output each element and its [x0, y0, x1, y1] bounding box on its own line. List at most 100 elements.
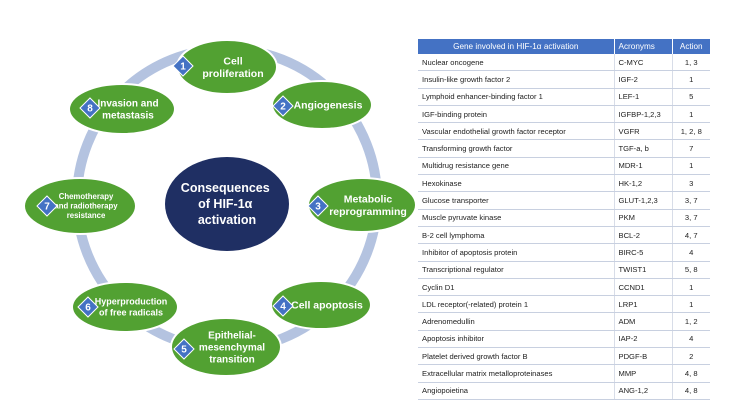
action-cell: 1, 3: [671, 54, 710, 72]
node-ellipse: [71, 281, 179, 333]
gene-name-cell: Extracellular matrix metalloproteinases: [418, 364, 614, 383]
node-ellipse: [68, 83, 176, 135]
number-badge: [79, 97, 101, 119]
node-label-line: Epithelial-: [208, 330, 256, 341]
node-ellipse: [270, 280, 372, 330]
node-label: Cell apoptosis: [291, 300, 363, 312]
node-label: Invasion and metastasis: [97, 98, 158, 121]
header-action: Action: [672, 39, 710, 54]
center-label-line: of HIF-1α: [198, 197, 253, 211]
center-label-line: activation: [198, 213, 256, 227]
number-badge: [172, 55, 194, 77]
node-label-line: Angiogenesis: [294, 100, 363, 112]
gene-name-cell: Glucose transporter: [418, 191, 614, 210]
number-badge: [272, 95, 294, 117]
number-badge: [272, 295, 294, 317]
action-cell: 1: [671, 278, 710, 297]
acronym-cell: VGFR: [613, 122, 672, 141]
action-cell: 3, 7: [671, 209, 710, 227]
node-ellipse: [271, 80, 373, 130]
gene-table-header: Gene involved in HIF-1α activation Acron…: [418, 39, 710, 54]
acronym-cell: IAP-2: [613, 330, 672, 349]
node-label-line: reprogramming: [329, 206, 407, 218]
node-label-line: Invasion and: [97, 98, 158, 109]
number-badge: [173, 338, 195, 360]
action-cell: 1, 2, 8: [671, 122, 710, 141]
acronym-cell: ADM: [613, 312, 672, 331]
action-cell: 5: [671, 88, 710, 106]
number-badge-label: 8: [87, 104, 93, 115]
node-label-line: Hyperproduction: [95, 297, 168, 307]
gene-name-cell: Inhibitor of apoptosis protein: [418, 243, 614, 262]
action-cell: 1: [671, 105, 710, 124]
action-cell: 5, 8: [671, 261, 710, 279]
acronym-cell: BCL-2: [613, 226, 672, 245]
number-badge-label: 7: [44, 202, 50, 213]
action-cell: 1: [671, 295, 710, 314]
header-row: Gene involved in HIF-1α activation Acron…: [418, 39, 710, 54]
number-badge-label: 6: [85, 303, 91, 314]
gene-name-cell: Lymphoid enhancer-binding factor 1: [418, 88, 614, 106]
gene-name-cell: Transcriptional regulator: [418, 261, 614, 279]
node-label-line: metastasis: [102, 111, 154, 122]
action-cell: 2: [671, 347, 710, 366]
node-label-line: resistance: [67, 211, 106, 220]
gene-name-cell: Hexokinase: [418, 174, 614, 193]
acronym-cell: LRP1: [613, 295, 672, 314]
center-label: Consequences of HIF-1α activation: [181, 181, 273, 227]
action-cell: 3, 7: [671, 191, 710, 210]
node-label-line: Cell apoptosis: [291, 300, 363, 312]
number-badge-label: 5: [181, 345, 187, 356]
node-label-line: and radiotherapy: [54, 202, 118, 211]
gene-name-cell: Insulin-like growth factor 2: [418, 70, 614, 89]
action-cell: 1, 2: [671, 312, 710, 331]
node-8: Invasion and metastasis 8: [68, 83, 176, 135]
action-cell: 4: [671, 330, 710, 349]
gene-name-cell: Nuclear oncogene: [418, 54, 614, 72]
acronym-cell: HK-1,2: [613, 174, 672, 193]
action-cell: 7: [671, 139, 710, 158]
node-label-line: mesenchymal: [199, 343, 265, 354]
acronym-cell: PKM: [613, 209, 672, 227]
acronym-cell: GLUT-1,2,3: [613, 191, 672, 210]
number-badge: [77, 296, 99, 318]
gene-name-cell: LDL receptor(-related) protein 1: [418, 295, 614, 314]
acronym-cell: MMP: [613, 364, 672, 383]
acronym-cell: CCND1: [613, 278, 672, 297]
action-cell: 4, 8: [671, 364, 710, 383]
number-badge: [307, 195, 329, 217]
acronym-cell: C-MYC: [613, 54, 672, 72]
gene-name-cell: Multidrug resistance gene: [418, 157, 614, 176]
gene-name-cell: IGF-binding protein: [418, 105, 614, 124]
acronym-cell: PDGF-B: [613, 347, 672, 366]
action-cell: 3: [671, 174, 710, 193]
number-badge-label: 1: [180, 62, 186, 73]
gene-name-cell: Angiopoietina: [418, 382, 614, 400]
node-label-line: Metabolic: [344, 193, 393, 205]
gene-name-cell: Cyclin D1: [418, 278, 614, 297]
gene-name-cell: Adrenomedullin: [418, 312, 614, 331]
gene-name-cell: Muscle pyruvate kinase: [418, 209, 614, 227]
node-label-line: of free radicals: [99, 308, 163, 318]
gene-table: Gene involved in HIF-1α activation Acron…: [418, 39, 710, 400]
